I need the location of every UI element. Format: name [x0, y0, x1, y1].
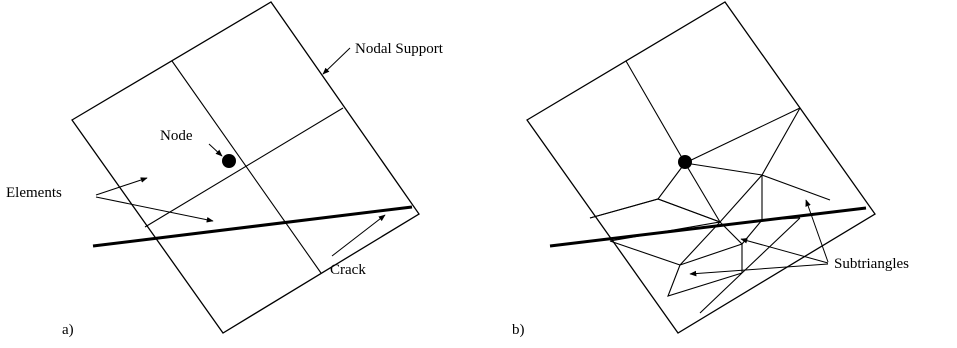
elements-arrow-2	[95, 196, 214, 223]
node-arrow	[208, 143, 223, 157]
crack-line	[549, 206, 867, 248]
nodal-support-square	[71, 1, 420, 334]
subtriangles-arrow-2	[740, 237, 829, 264]
subtriangles-label: Subtriangles	[834, 256, 909, 272]
crack-arrow	[331, 214, 386, 257]
node-label: Node	[160, 128, 193, 144]
subtriangle-mesh	[589, 107, 831, 314]
subtriangles-arrow-1	[805, 199, 829, 263]
node-dot	[222, 154, 236, 168]
grid-line	[171, 60, 322, 274]
panel-b: Subtriangles b)	[512, 1, 909, 338]
grid-line	[625, 60, 686, 164]
elements-label: Elements	[6, 185, 62, 201]
nodal-support-label: Nodal Support	[355, 41, 444, 57]
elements-arrow-1	[95, 177, 148, 196]
grid-line	[144, 107, 344, 228]
nodal-support-square	[526, 1, 876, 334]
panel-a: Nodal Support Node Elements Crack a)	[6, 1, 444, 338]
panel-a-label: a)	[62, 322, 74, 338]
subtriangles-arrow-3	[689, 263, 829, 277]
node-dot	[678, 155, 692, 169]
crack-line	[92, 205, 413, 248]
grid-line	[684, 107, 801, 164]
nodal-support-arrow	[322, 47, 351, 75]
panel-b-label: b)	[512, 322, 525, 338]
crack-label: Crack	[330, 262, 366, 278]
